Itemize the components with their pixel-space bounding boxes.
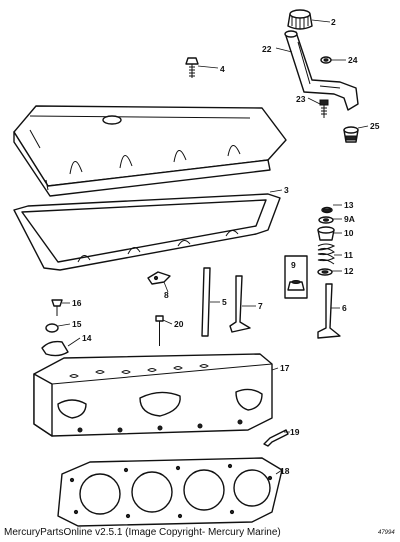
- callout-9a[interactable]: 9A: [344, 214, 355, 224]
- callout-13[interactable]: 13: [344, 200, 354, 210]
- callout-11[interactable]: 11: [344, 250, 353, 260]
- rocker-arm-stud[interactable]: [51, 299, 63, 316]
- rocker-cover-bolt[interactable]: [185, 57, 199, 78]
- callout-17[interactable]: 17: [280, 363, 290, 373]
- callout-23[interactable]: 23: [296, 94, 306, 104]
- valve-cap[interactable]: [317, 226, 335, 241]
- callout-20[interactable]: 20: [174, 319, 184, 329]
- valve-spring[interactable]: [317, 243, 336, 265]
- breather-screw[interactable]: [319, 99, 329, 118]
- callout-12[interactable]: 12: [344, 266, 354, 276]
- callout-16[interactable]: 16: [72, 298, 82, 308]
- rocker-arm-nut-box[interactable]: [284, 255, 308, 299]
- rocker-arm-cover[interactable]: [13, 105, 287, 197]
- callout-2[interactable]: 2: [331, 17, 336, 27]
- callout-19[interactable]: 19: [290, 427, 300, 437]
- copyright-caption: MercuryPartsOnline v2.5.1 (Image Copyrig…: [4, 527, 281, 538]
- cylinder-head-bolt[interactable]: [155, 315, 164, 346]
- rocker-arm[interactable]: [41, 340, 69, 357]
- callout-15[interactable]: 15: [72, 319, 82, 329]
- callout-3[interactable]: 3: [284, 185, 289, 195]
- grommet[interactable]: [320, 56, 332, 64]
- callout-4[interactable]: 4: [220, 64, 225, 74]
- callout-labels: 2 22 24 4 23 25 3 13 9A 10 11 12 9 5 7 6…: [72, 17, 380, 476]
- callout-9[interactable]: 9: [291, 260, 296, 270]
- callout-6[interactable]: 6: [342, 303, 347, 313]
- callout-22[interactable]: 22: [262, 44, 272, 54]
- callout-24[interactable]: 24: [348, 55, 358, 65]
- oil-filler-cap[interactable]: [287, 9, 313, 30]
- callout-14[interactable]: 14: [82, 333, 92, 343]
- valve-keys[interactable]: [321, 206, 333, 214]
- figure-number: 47994: [378, 530, 395, 536]
- push-rod[interactable]: [201, 267, 211, 337]
- cylinder-head[interactable]: [33, 353, 273, 437]
- intake-valve[interactable]: [229, 275, 251, 333]
- breather-tube[interactable]: [284, 30, 359, 111]
- valve-springs-installed: [69, 364, 209, 378]
- push-rod-guide[interactable]: [147, 271, 171, 285]
- callout-18[interactable]: 18: [280, 466, 290, 476]
- callout-7[interactable]: 7: [258, 301, 263, 311]
- valve-seal[interactable]: [317, 268, 333, 276]
- valve-rotator[interactable]: [318, 216, 334, 224]
- callout-5[interactable]: 5: [222, 297, 227, 307]
- rocker-cover-gasket[interactable]: [13, 193, 281, 271]
- exhaust-valve[interactable]: [317, 283, 341, 339]
- leader-lines: [57, 19, 369, 475]
- rocker-arm-ball[interactable]: [45, 323, 59, 333]
- cylinder-head-gasket[interactable]: [57, 457, 283, 527]
- callout-8[interactable]: 8: [164, 290, 169, 300]
- callout-10[interactable]: 10: [344, 228, 354, 238]
- callout-25[interactable]: 25: [370, 121, 380, 131]
- pcv-grommet[interactable]: [343, 126, 359, 143]
- head-stud-bolt[interactable]: [263, 429, 289, 447]
